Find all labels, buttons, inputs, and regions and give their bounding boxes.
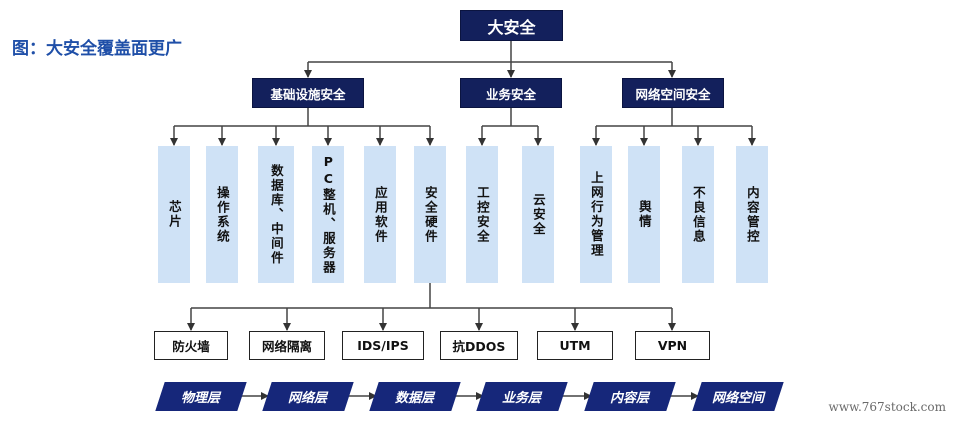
hardware-anti-ddos: 抗DDOS xyxy=(440,331,518,360)
leaf-database-middleware: 数据库、中间件 xyxy=(258,146,294,283)
figure-caption: 图：大安全覆盖面更广 xyxy=(12,39,182,59)
leaf-security-hardware: 安全硬件 xyxy=(414,146,446,283)
leaf-cloud-security: 云安全 xyxy=(522,146,554,283)
layer-data: 数据层 xyxy=(369,382,461,411)
category-business: 业务安全 xyxy=(460,78,562,108)
layer-content: 内容层 xyxy=(584,382,676,411)
leaf-harmful-information: 不良信息 xyxy=(682,146,714,283)
root-node: 大安全 xyxy=(460,10,563,41)
leaf-industrial-control-security: 工控安全 xyxy=(466,146,498,283)
hardware-vpn: VPN xyxy=(635,331,710,360)
hardware-network-isolation: 网络隔离 xyxy=(249,331,325,360)
hardware-firewall: 防火墙 xyxy=(154,331,228,360)
hardware-ids-ips: IDS/IPS xyxy=(342,331,424,360)
leaf-pc-server: PC整机、服务器 xyxy=(312,146,344,283)
layer-cyberspace: 网络空间 xyxy=(692,382,784,411)
leaf-internet-behavior-management: 上网行为管理 xyxy=(580,146,612,283)
leaf-application-software: 应用软件 xyxy=(364,146,396,283)
leaf-content-control: 内容管控 xyxy=(736,146,768,283)
layer-business: 业务层 xyxy=(476,382,568,411)
leaf-public-opinion: 舆情 xyxy=(628,146,660,283)
leaf-os: 操作系统 xyxy=(206,146,238,283)
category-infrastructure: 基础设施安全 xyxy=(252,78,364,108)
layer-physical: 物理层 xyxy=(155,382,247,411)
hardware-utm: UTM xyxy=(537,331,613,360)
category-cyberspace: 网络空间安全 xyxy=(622,78,724,108)
leaf-chip: 芯片 xyxy=(158,146,190,283)
layer-network: 网络层 xyxy=(262,382,354,411)
watermark-text: www.767stock.com xyxy=(828,400,946,414)
